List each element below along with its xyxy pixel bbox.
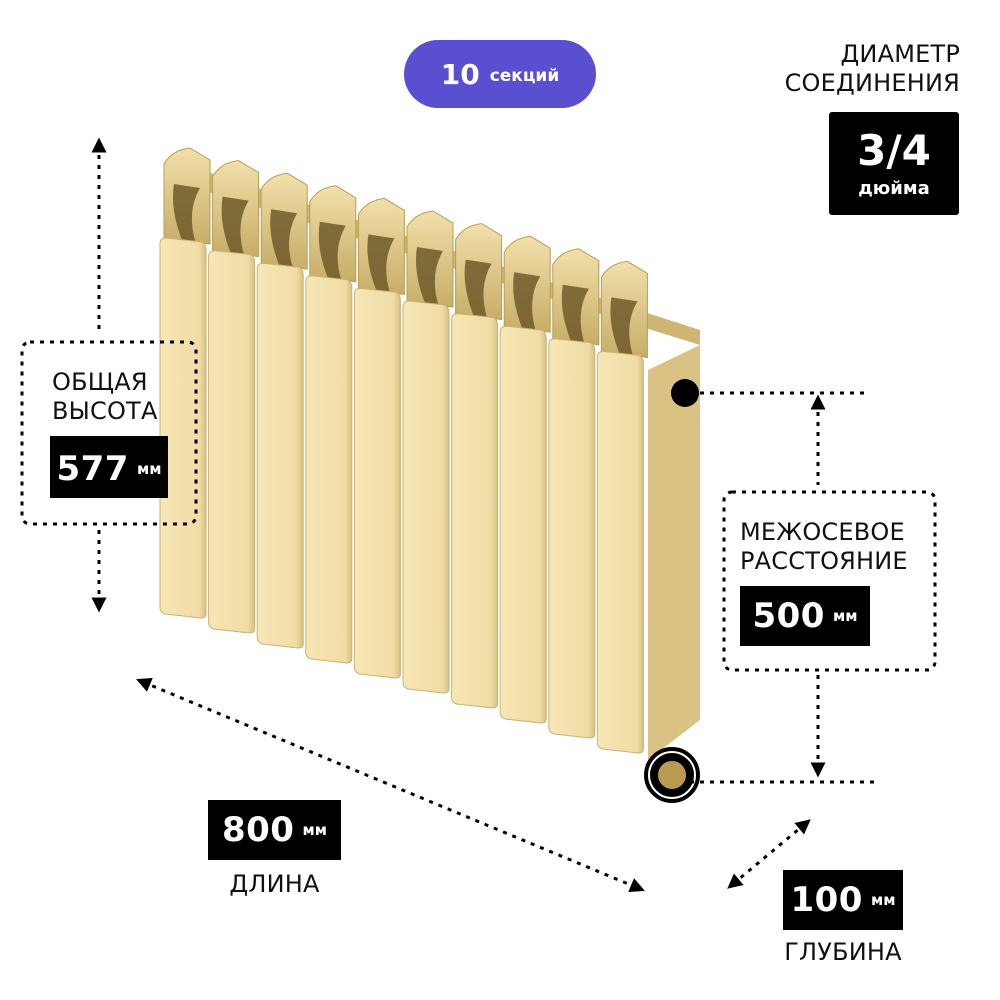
height-label-line1: ОБЩАЯ [52,368,148,396]
diameter-value-box: 3/4 дюйма [829,112,959,215]
center-distance-label-line2: РАССТОЯНИЕ [740,547,908,575]
height-value: 577 [56,449,129,489]
radiator-section-recess [561,284,589,345]
center-distance-frame [722,490,937,672]
length-label: ДЛИНА [229,870,320,898]
height-frame [20,340,198,526]
center-distance-unit: мм [832,607,858,625]
radiator-section-fin [548,338,596,739]
radiator-section-recess [318,221,346,282]
radiator-section-fin [256,262,304,649]
diameter-label-line1: ДИАМЕТР [840,40,960,68]
radiator-section-fin [305,275,353,664]
depth-value: 100 [790,880,863,920]
radiator-section-recess [221,196,249,257]
radiator-section-recess [173,184,200,244]
diameter-label-line2: СОЕДИНЕНИЯ [784,69,960,97]
radiator-section-fin [159,237,207,619]
bottom-connection-pipe [650,753,694,797]
depth-unit: мм [870,891,896,909]
center-distance-value: 500 [752,596,825,636]
radiator [159,147,700,803]
height-label-line2: ВЫСОТА [52,397,158,425]
radiator-section-fin [499,325,547,724]
height-unit: мм [136,460,162,478]
radiator-side [648,345,700,760]
length-unit: мм [302,821,327,839]
center-distance-label-line1: МЕЖОСЕВОЕ [740,518,905,546]
radiator-section-recess [513,272,541,333]
top-connection-pipe [671,379,699,407]
length-value: 800 [221,810,295,850]
diameter-label: ДИАМЕТР СОЕДИНЕНИЯ [750,40,960,98]
radiator-section-fin [208,250,256,634]
length-value-box: 800 мм [208,800,341,860]
sections-badge: 10 секций [404,40,596,108]
center-distance-label: МЕЖОСЕВОЕ РАССТОЯНИЕ [740,518,930,576]
depth-label: ГЛУБИНА [784,938,902,966]
radiator-section-recess [610,297,638,358]
radiator-section-fin [596,350,644,754]
radiator-section-recess [367,234,395,295]
radiator-section-recess [416,247,443,307]
depth-value-box: 100 мм [783,870,903,930]
radiator-section-recess [270,209,298,270]
diameter-value: 3/4 [857,126,931,175]
diameter-unit: дюйма [858,178,930,199]
radiator-section-fin [353,287,401,679]
center-distance-value-box: 500 мм [740,586,870,646]
height-label: ОБЩАЯ ВЫСОТА [52,368,192,426]
height-value-box: 577 мм [50,436,168,498]
sections-count: 10 [440,57,480,91]
sections-unit: секций [489,66,560,86]
radiator-section-recess [464,259,492,320]
radiator-section-fin [402,300,450,694]
radiator-section-fin [451,313,499,709]
